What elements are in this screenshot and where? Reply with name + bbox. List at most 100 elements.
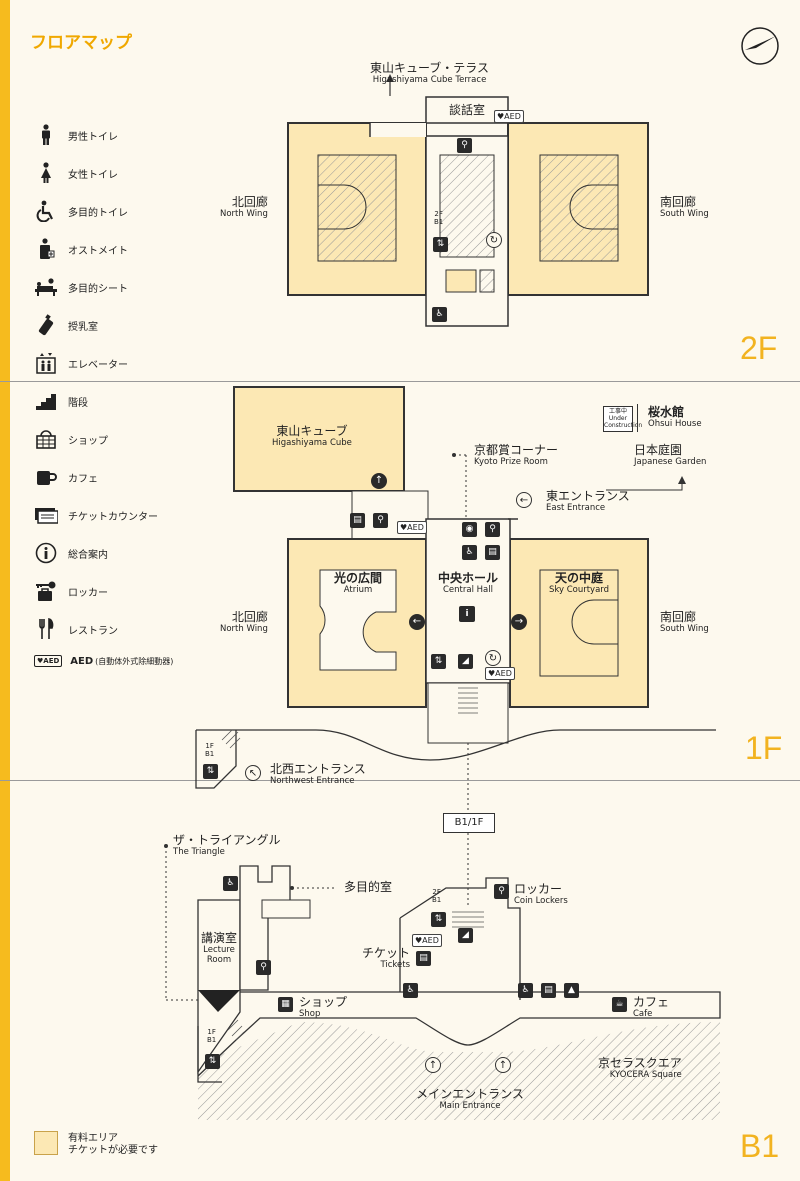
arrow-up-icon[interactable]: ↑ <box>371 473 387 489</box>
map-b1 <box>164 844 721 1120</box>
nursing-room-icon <box>34 313 58 337</box>
multipurpose-room-label: 多目的室 <box>344 880 393 894</box>
b1-1f-connector: B1/1F <box>443 813 495 833</box>
stairs-icon: ◢ <box>458 654 473 669</box>
legend-label: 階段 <box>68 397 88 409</box>
legend-locker: ロッカー <box>34 579 108 603</box>
aed-icon: ♥AED <box>34 655 63 667</box>
elevator-icon[interactable]: ⇅ <box>203 764 218 779</box>
arrow-up-left-icon[interactable]: ↖ <box>245 765 261 781</box>
multipurpose-seat-icon <box>34 275 58 299</box>
elevator-icon[interactable]: ⇅ <box>431 654 446 669</box>
elevator-floors-1f: 1F B1 <box>205 742 215 758</box>
stairs-icon <box>34 389 58 413</box>
legend-stairs: 階段 <box>34 389 88 413</box>
shop-icon <box>34 427 58 451</box>
floor-divider-1f-b1 <box>0 780 800 781</box>
elevator-icon[interactable]: ⇅ <box>205 1054 220 1069</box>
ostomate-icon: ▲ <box>564 983 579 998</box>
arrow-left-icon[interactable]: ← <box>516 492 532 508</box>
stairs-spiral-icon: ↻ <box>485 650 501 666</box>
elevator-floors-b1b: 1F B1 <box>207 1028 217 1044</box>
floor-label-2f: 2F <box>740 330 778 366</box>
divider <box>637 404 638 432</box>
arrow-right-icon[interactable]: → <box>511 614 527 630</box>
legend-multipurpose-seat: 多目的シート <box>34 275 128 299</box>
aed-marker: ♥AED <box>397 521 427 534</box>
locker-icon: ⚲ <box>485 522 500 537</box>
ticket-counter-icon: ▤ <box>350 513 365 528</box>
womens-toilet-icon <box>34 161 58 185</box>
legend-aed: ♥AED AED (自動体外式除細動器) <box>34 649 173 673</box>
locker-icon: ⚲ <box>457 138 472 153</box>
accessible-toilet-icon <box>34 199 58 223</box>
elevator-icon[interactable]: ⇅ <box>431 912 446 927</box>
legend-label: カフェ <box>68 473 98 485</box>
ticket-counter-icon: ▤ <box>416 951 431 966</box>
elevator-floors-b1a: 2F B1 <box>432 888 442 904</box>
floor-label-1f: 1F <box>745 730 783 766</box>
legend-accessible-toilet: 多目的トイレ <box>34 199 128 223</box>
arrow-up-icon[interactable]: ↑ <box>495 1057 511 1073</box>
meeting-room-label: 談話室 <box>449 103 486 117</box>
legend-elevator: エレベーター <box>34 351 128 375</box>
arrow-left-icon[interactable]: ← <box>409 614 425 630</box>
legend-cafe: カフェ <box>34 465 98 489</box>
paid-area-swatch <box>34 1131 58 1155</box>
legend-label: 多目的トイレ <box>68 207 128 219</box>
nursing-room-icon: ◉ <box>462 522 477 537</box>
paid-area-text: 有料エリアチケットが必要です <box>68 1133 158 1156</box>
legend-ticket-counter: チケットカウンター <box>34 503 158 527</box>
mens-toilet-icon <box>34 123 58 147</box>
accessible-toilet-icon: ♿ <box>462 545 477 560</box>
information-icon[interactable]: i <box>459 606 475 622</box>
locker-icon: ⚲ <box>494 884 509 899</box>
stairs-spiral-icon: ↻ <box>486 232 502 248</box>
locker-icon <box>34 579 58 603</box>
legend-womens-toilet: 女性トイレ <box>34 161 118 185</box>
legend-mens-toilet: 男性トイレ <box>34 123 118 147</box>
ticket-counter-icon <box>34 503 58 527</box>
information-icon <box>34 541 58 565</box>
legend-shop: ショップ <box>34 427 108 451</box>
accessible-toilet-icon: ♿ <box>223 876 238 891</box>
legend-ostomate: オストメイト <box>34 237 128 261</box>
legend-label: ロッカー <box>68 587 108 599</box>
multipurpose-seat-icon: ▤ <box>541 983 556 998</box>
legend-restaurant: レストラン <box>34 617 118 641</box>
legend-label: 男性トイレ <box>68 131 118 143</box>
stairs-icon: ◢ <box>458 928 473 943</box>
accent-strip <box>0 0 10 1181</box>
cafe-icon <box>34 465 58 489</box>
shop-icon: ▦ <box>278 997 293 1012</box>
accessible-toilet-icon: ♿ <box>432 307 447 322</box>
legend-label: ショップ <box>68 435 108 447</box>
elevator-icon <box>34 351 58 375</box>
elevator-icon[interactable]: ⇅ <box>433 237 448 252</box>
aed-marker: ♥AED <box>485 667 515 680</box>
legend-information: 総合案内 <box>34 541 108 565</box>
arrow-up-icon[interactable]: ↑ <box>425 1057 441 1073</box>
map-2f <box>287 74 649 327</box>
legend-label: チケットカウンター <box>68 511 158 523</box>
